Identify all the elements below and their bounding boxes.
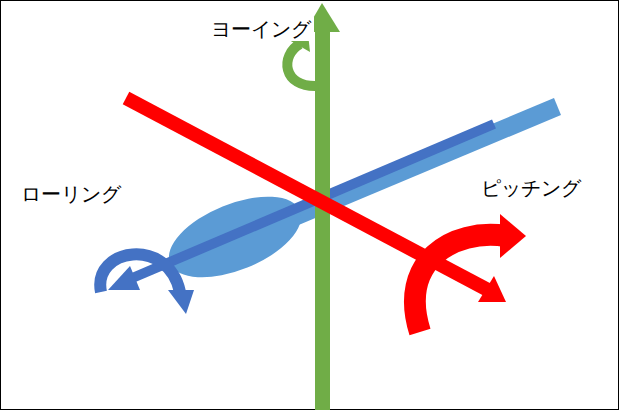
roll-rotation bbox=[100, 254, 180, 292]
pitch-rotation-head bbox=[500, 214, 526, 258]
roll-label: ローリング bbox=[18, 182, 124, 206]
roll-axis-head bbox=[108, 266, 140, 290]
pitch-axis-head bbox=[478, 276, 506, 302]
pitch-rotation bbox=[415, 235, 506, 332]
yaw-rotation bbox=[287, 44, 318, 86]
yaw-label: ヨーイング bbox=[208, 17, 314, 41]
roll-rotation-head bbox=[168, 290, 194, 314]
pitch-label: ピッチング bbox=[478, 176, 584, 200]
